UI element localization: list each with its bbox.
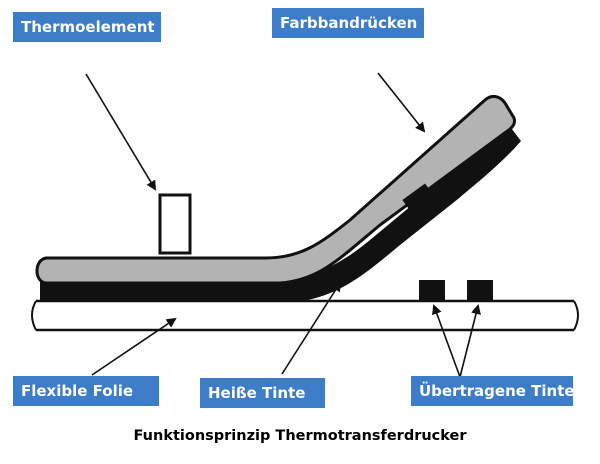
transferred-ink-dot-1: [419, 280, 445, 301]
label-hot-ink: Heiße Tinte: [200, 378, 325, 408]
arrow-flexible-film: [91, 317, 177, 376]
ribbon-ink-dots: [381, 183, 436, 243]
arrow-hot-ink: [281, 281, 342, 375]
label-ribbon-back: Farbbandrücken: [272, 8, 424, 38]
label-thermoelement: Thermoelement: [13, 12, 161, 42]
arrow-thermoelement: [85, 73, 157, 191]
flexible-film: [31, 299, 579, 332]
arrow-transferred-ink-1: [432, 304, 461, 378]
arrow-transferred-ink-2: [459, 304, 481, 378]
label-flexible-film: Flexible Folie: [13, 376, 159, 406]
arrow-ribbon-back: [377, 72, 426, 133]
label-transferred-ink: Übertragene Tinte: [411, 376, 575, 406]
callout-arrows: [85, 72, 481, 378]
diagram-caption: Funktionsprinzip Thermotransferdrucker: [133, 428, 467, 444]
transferred-ink-dot-2: [467, 280, 493, 301]
thermoelement-block: [158, 193, 192, 255]
